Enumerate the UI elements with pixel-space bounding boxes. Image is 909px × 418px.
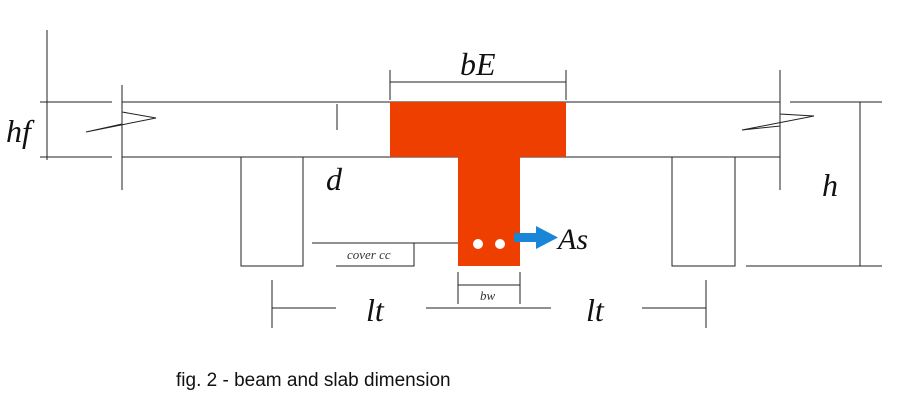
rebar-left xyxy=(473,239,483,249)
bw-label: bw xyxy=(480,288,496,303)
d-label: d xyxy=(326,161,343,197)
as-arrow-icon xyxy=(514,226,558,249)
lt-right-label: lt xyxy=(586,292,605,328)
cover-label: cover cc xyxy=(347,247,391,262)
t-beam-section xyxy=(390,102,566,266)
hf-label: hf xyxy=(6,113,35,149)
rebar-right xyxy=(495,239,505,249)
lt-left-label: lt xyxy=(366,292,385,328)
right-beam-web xyxy=(671,157,736,267)
h-label: h xyxy=(822,167,838,203)
as-label: As xyxy=(556,223,588,256)
left-beam-web xyxy=(240,157,304,267)
bE-label: bE xyxy=(460,46,496,82)
left-break-line xyxy=(85,102,157,157)
cover-box xyxy=(336,243,415,267)
figure-caption: fig. 2 - beam and slab dimension xyxy=(176,370,451,391)
right-break-line xyxy=(741,102,815,157)
